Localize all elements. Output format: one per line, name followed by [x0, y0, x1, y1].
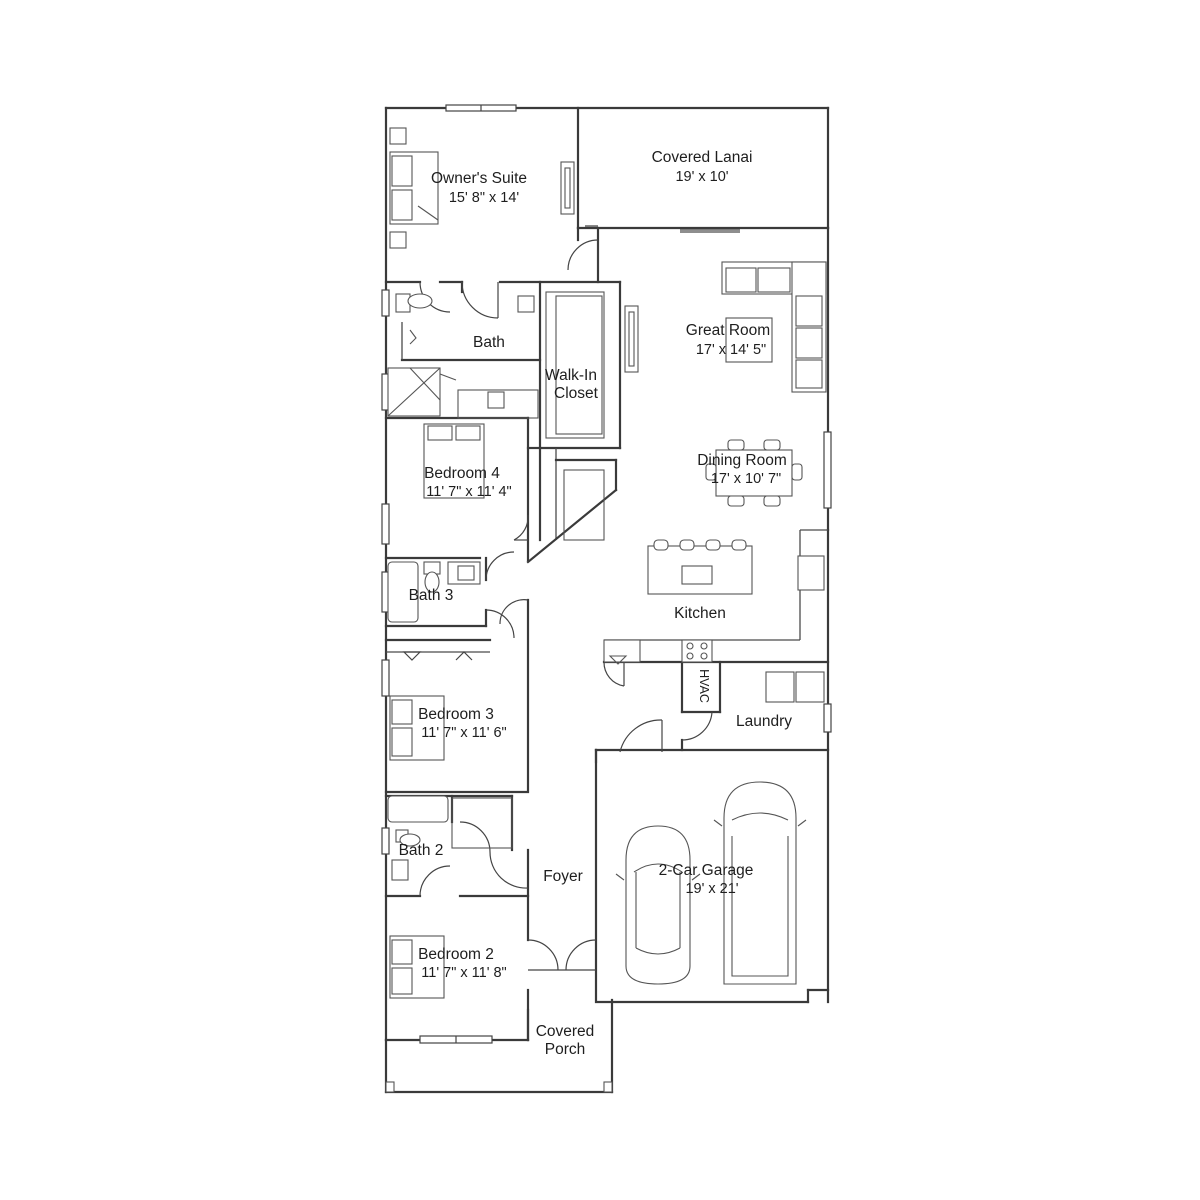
hvac-label: HVAC [697, 669, 711, 703]
doors [402, 239, 713, 971]
bedroom-3-furniture [389, 695, 445, 761]
owners-suite-dims: 15' 8" x 14' [449, 190, 520, 206]
bedroom-2-label: Bedroom 2 [418, 946, 494, 963]
great-room-dims: 17' x 14' 5" [696, 342, 766, 358]
covered-lanai-dims: 19' x 10' [675, 169, 728, 185]
bath-3-fixtures [387, 561, 481, 623]
interior-walls [384, 226, 830, 1042]
garage-dims: 19' x 21' [685, 881, 738, 897]
bath-3-label: Bath 3 [409, 587, 454, 604]
great-room-label: Great Room [686, 322, 770, 339]
bedroom-4-label: Bedroom 4 [424, 465, 500, 482]
foyer-label: Foyer [543, 868, 583, 885]
owners-suite-furniture [389, 127, 575, 249]
bedroom-4-furniture [423, 423, 485, 499]
covered-lanai-label: Covered Lanai [652, 149, 753, 166]
owners-bath-fixtures [387, 293, 539, 419]
kitchen-label: Kitchen [674, 605, 726, 622]
room-labels: Owner's Suite 15' 8" x 14' Covered Lanai… [399, 149, 793, 1058]
owners-bath-label: Bath [473, 334, 505, 351]
windows [381, 104, 832, 1044]
bedroom-3-label: Bedroom 3 [418, 706, 494, 723]
dining-room-label: Dining Room [697, 452, 787, 469]
covered-porch-label-line2: Porch [545, 1041, 586, 1058]
bath-2-label: Bath 2 [399, 842, 444, 859]
walk-in-closet-label-line1: Walk-In [545, 367, 597, 384]
bath-2-fixtures [387, 795, 513, 881]
dining-table [705, 439, 803, 507]
bedroom-4-dims: 11' 7" x 11' 4" [426, 484, 511, 500]
bedroom-2-dims: 11' 7" x 11' 8" [421, 965, 506, 981]
dining-room-dims: 17' x 10' 7" [711, 471, 781, 487]
laundry-fixtures [765, 671, 825, 703]
great-room-sofa [721, 261, 827, 393]
laundry-label: Laundry [736, 713, 792, 730]
closet-shelving [545, 291, 639, 541]
kitchen-fixtures [603, 539, 825, 665]
garage-cars [615, 781, 807, 985]
owners-suite-label: Owner's Suite [431, 170, 527, 187]
covered-porch-outline [384, 998, 614, 1094]
walk-in-closet-label-line2: Closet [554, 385, 599, 402]
garage-label: 2-Car Garage [659, 862, 754, 879]
bedroom-2-furniture [389, 935, 445, 999]
bedroom-3-dims: 11' 7" x 11' 6" [421, 725, 506, 741]
covered-porch-label-line1: Covered [536, 1023, 595, 1040]
covered-lanai-outline [576, 106, 830, 233]
